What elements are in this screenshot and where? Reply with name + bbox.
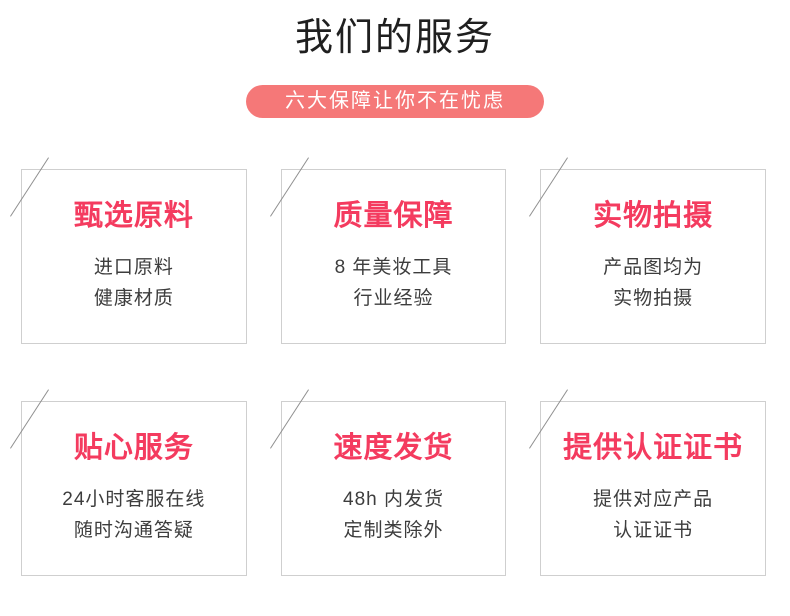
slash-decoration xyxy=(269,157,309,217)
slash-decoration xyxy=(529,157,569,217)
slash-decoration xyxy=(10,389,49,449)
service-card-fast-shipping: 速度发货 48h 内发货 定制类除外 xyxy=(269,389,507,577)
card-description-line: 认证证书 xyxy=(613,519,694,541)
card-description-line: 行业经验 xyxy=(353,287,434,309)
card-body: 提供对应产品 认证证书 xyxy=(593,484,713,546)
card-description-line: 实物拍摄 xyxy=(613,287,694,309)
card-body: 产品图均为 实物拍摄 xyxy=(603,252,703,314)
service-card-real-photos: 实物拍摄 产品图均为 实物拍摄 xyxy=(529,157,766,345)
service-card-selected-materials: 甄选原料 进口原料 健康材质 xyxy=(10,157,247,345)
page-title: 我们的服务 xyxy=(294,17,495,59)
card-title: 实物拍摄 xyxy=(593,199,714,232)
card-description-line: 健康材质 xyxy=(93,287,174,309)
card-description-line: 随时沟通答疑 xyxy=(73,519,194,541)
card-description-line: 48h 内发货 xyxy=(343,488,444,510)
card-description-line: 提供对应产品 xyxy=(593,488,714,510)
service-card-caring-service: 贴心服务 24小时客服在线 随时沟通答疑 xyxy=(10,389,247,577)
card-description-line: 定制类除外 xyxy=(343,519,444,541)
badge-row: 六大保障让你不在忧虑 xyxy=(0,85,790,119)
services-panel: 我们的服务 六大保障让你不在忧虑 甄选原料 进口原料 健康材质 质量保障 8 年… xyxy=(0,17,790,616)
slash-decoration xyxy=(10,157,49,217)
card-body: 48h 内发货 定制类除外 xyxy=(343,484,444,546)
card-description-line: 24小时客服在线 xyxy=(62,488,206,510)
card-title: 甄选原料 xyxy=(73,199,194,232)
service-card-certification: 提供认证证书 提供对应产品 认证证书 xyxy=(529,389,766,577)
card-title: 贴心服务 xyxy=(73,431,194,464)
card-title: 提供认证证书 xyxy=(563,431,744,464)
services-grid: 甄选原料 进口原料 健康材质 质量保障 8 年美妆工具 行业经验 实物拍摄 产品… xyxy=(10,157,766,577)
card-body: 24小时客服在线 随时沟通答疑 xyxy=(62,484,205,546)
card-title: 质量保障 xyxy=(333,199,454,232)
subtitle-badge: 六大保障让你不在忧虑 xyxy=(246,85,544,119)
card-description-line: 产品图均为 xyxy=(603,256,704,278)
slash-decoration xyxy=(269,389,309,449)
service-card-quality-guarantee: 质量保障 8 年美妆工具 行业经验 xyxy=(269,157,507,345)
card-description-line: 进口原料 xyxy=(93,256,174,278)
card-title: 速度发货 xyxy=(333,431,454,464)
card-body: 8 年美妆工具 行业经验 xyxy=(335,252,453,314)
card-description-line: 8 年美妆工具 xyxy=(334,256,453,278)
card-body: 进口原料 健康材质 xyxy=(94,252,174,314)
